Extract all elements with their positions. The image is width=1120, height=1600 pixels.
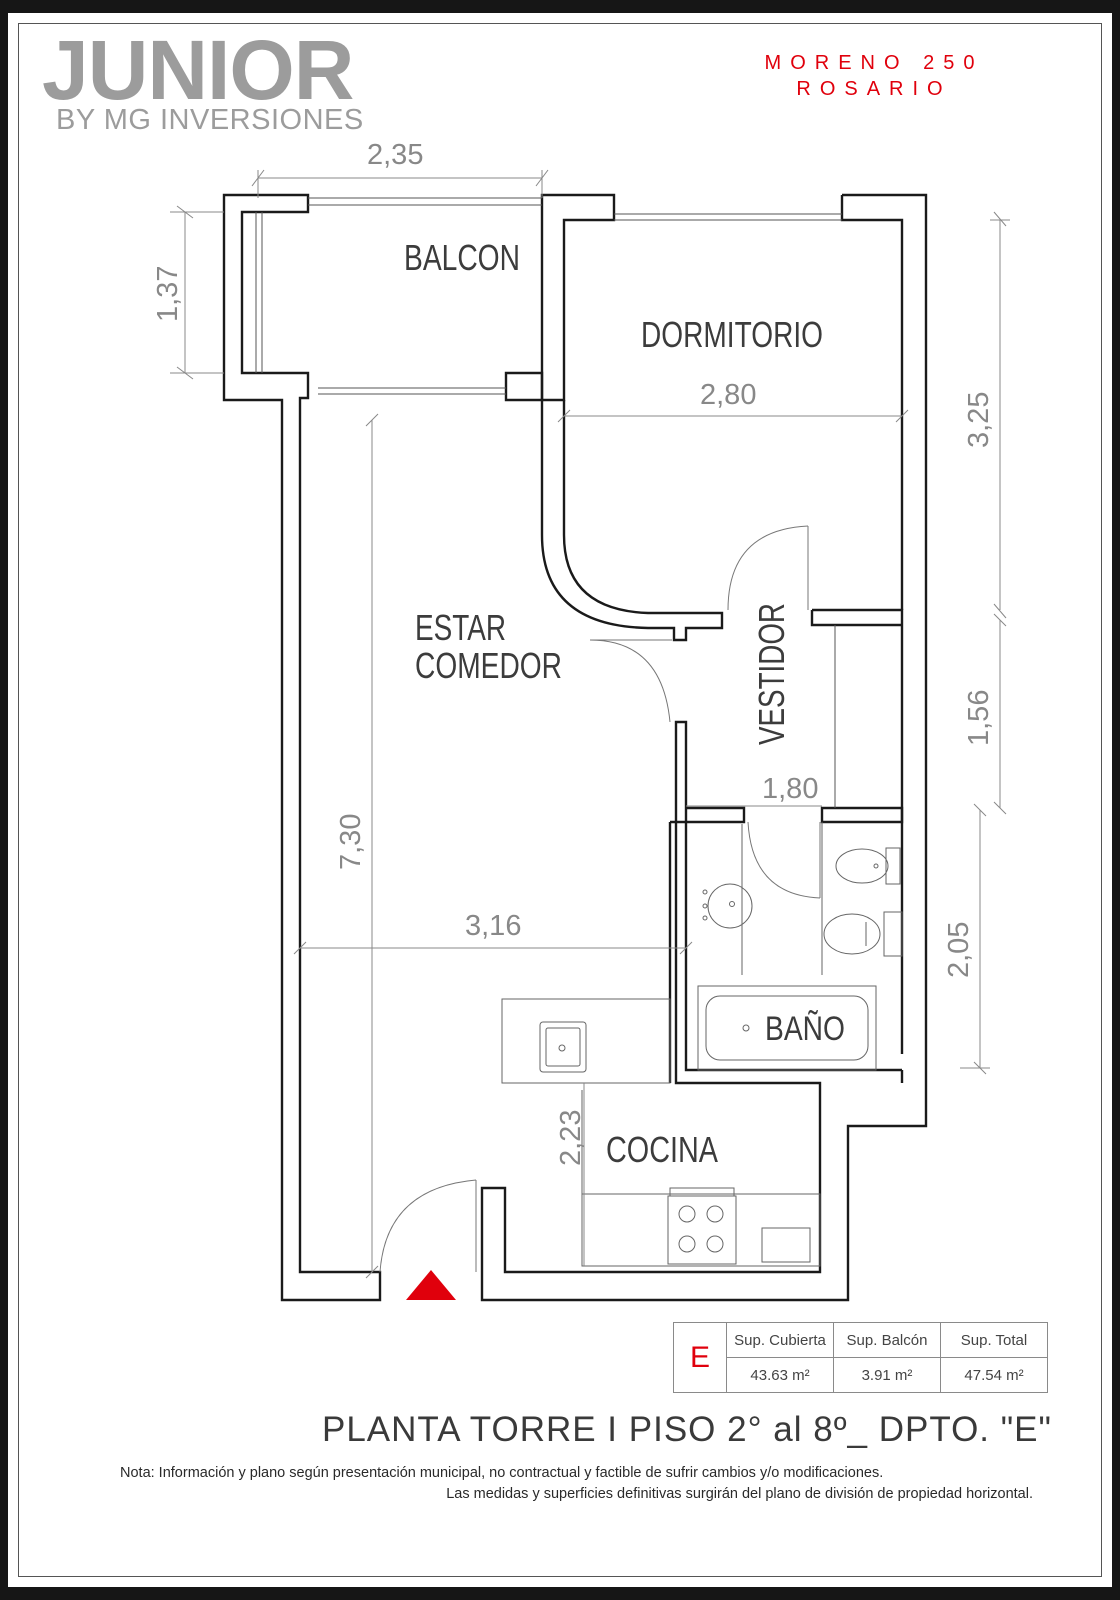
plan-title: PLANTA TORRE I PISO 2° al 8º_ DPTO. "E" (322, 1410, 1052, 1449)
dim-right-upper: 3,25 (963, 392, 995, 448)
room-label-bano: BAÑO (765, 1010, 845, 1048)
room-label-vestidor: VESTIDOR (751, 603, 792, 745)
disclaimer-note: Nota: Información y plano según presenta… (108, 1463, 1033, 1505)
area-header-cubierta: Sup. Cubierta (726, 1322, 834, 1358)
fixtures (501, 822, 903, 1267)
doors (379, 525, 821, 1273)
washbasin-icon (702, 824, 753, 975)
dim-balcon-width: 2,35 (367, 139, 423, 171)
sink-icon (539, 1021, 587, 1073)
note-line-2: Las medidas y superficies definitivas su… (446, 1486, 1033, 1502)
brand-name: JUNIOR (42, 23, 354, 117)
area-value-balcon: 3.91 m² (833, 1357, 941, 1393)
area-header-total: Sup. Total (940, 1322, 1048, 1358)
dimension-lines (170, 169, 1010, 1279)
stove-icon (667, 1187, 737, 1265)
unit-letter: E (673, 1322, 727, 1393)
brand-subtitle: BY MG INVERSIONES (56, 104, 364, 136)
area-value-total: 47.54 m² (940, 1357, 1048, 1393)
windows (255, 197, 842, 808)
address-city: ROSARIO (796, 78, 952, 100)
area-header-balcon: Sup. Balcón (833, 1322, 941, 1358)
dim-estar-length: 7,30 (335, 814, 367, 870)
dim-cocina-length: 2,23 (555, 1110, 587, 1166)
room-label-comedor: COMEDOR (415, 645, 562, 686)
address-street: MORENO 250 (764, 52, 984, 74)
room-label-dormitorio: DORMITORIO (641, 314, 823, 355)
bathtub-icon (697, 985, 877, 1071)
address: MORENO 250 ROSARIO (744, 50, 1004, 102)
dim-right-middle: 1,56 (963, 690, 995, 746)
note-line-1: Nota: Información y plano según presenta… (120, 1465, 884, 1481)
area-table: E Sup. Cubierta Sup. Balcón Sup. Total 4… (673, 1322, 1048, 1393)
dim-estar-width: 3,16 (465, 910, 521, 942)
toilet-icon (821, 822, 903, 975)
room-label-balcon: BALCON (404, 237, 520, 278)
entrance-triangle-icon (406, 1270, 456, 1300)
sheet-frame (18, 23, 1102, 1577)
dim-balcon-depth: 1,37 (152, 266, 184, 322)
brand-logo: JUNIOR BY MG INVERSIONES (42, 28, 364, 135)
dim-vestidor-width: 1,80 (762, 773, 818, 805)
area-value-cubierta: 43.63 m² (726, 1357, 834, 1393)
room-label-cocina: COCINA (606, 1129, 718, 1170)
room-label-estar: ESTAR (415, 607, 506, 648)
bidet-icon (835, 847, 901, 885)
dim-right-lower: 2,05 (943, 922, 975, 978)
dim-dormitorio-width: 2,80 (700, 379, 756, 411)
